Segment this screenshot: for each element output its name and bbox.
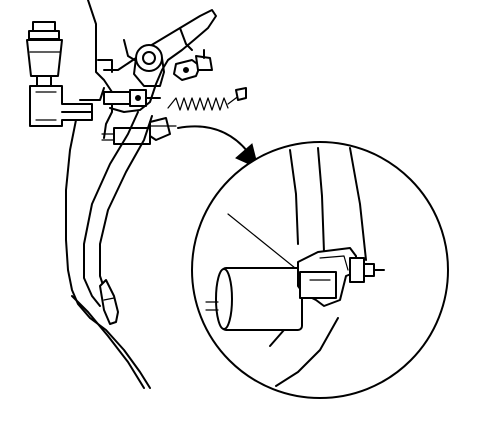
pedal-pivot-bracket [103, 9, 217, 113]
magnified-detail-view [191, 141, 449, 399]
return-spring [167, 87, 247, 111]
pedal-pad [99, 279, 119, 325]
firewall-outline [79, 0, 113, 139]
pushrod [103, 89, 161, 107]
fluid-reservoir [26, 21, 63, 87]
callout-arrow [177, 125, 259, 169]
clutch-pedal-switch-small [101, 117, 177, 145]
clutch-master-cylinder [29, 85, 93, 127]
clutch-pedal-switch [205, 247, 385, 331]
pedal-arm [65, 111, 153, 389]
